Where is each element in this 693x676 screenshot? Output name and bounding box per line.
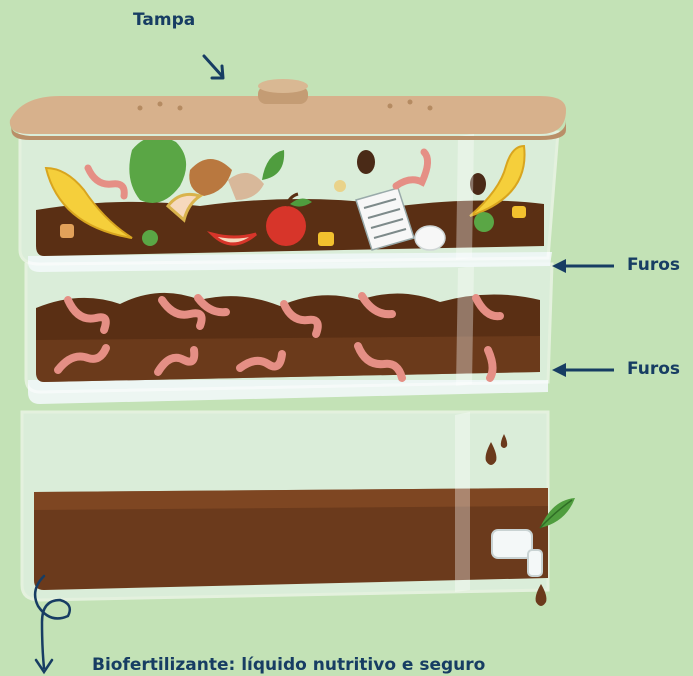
middle-bin [26, 264, 552, 404]
holes-lower-arrow-icon [552, 363, 614, 377]
lid-label: Tampa [133, 10, 195, 30]
top-bin [20, 132, 558, 272]
biofertilizer-label: Biofertilizante: líquido nutritivo e seg… [92, 655, 485, 675]
lid-arrow-icon [204, 56, 223, 78]
lid [10, 79, 566, 140]
holes-upper-label: Furos [627, 255, 680, 275]
worm-icon [488, 350, 493, 378]
holes-upper-arrow-icon [552, 259, 614, 273]
coffee-bean-icon [357, 150, 375, 174]
holes-lower-label: Furos [627, 359, 680, 379]
apple-icon [266, 206, 306, 246]
egg-icon [415, 226, 445, 250]
bottom-bin [22, 412, 575, 606]
